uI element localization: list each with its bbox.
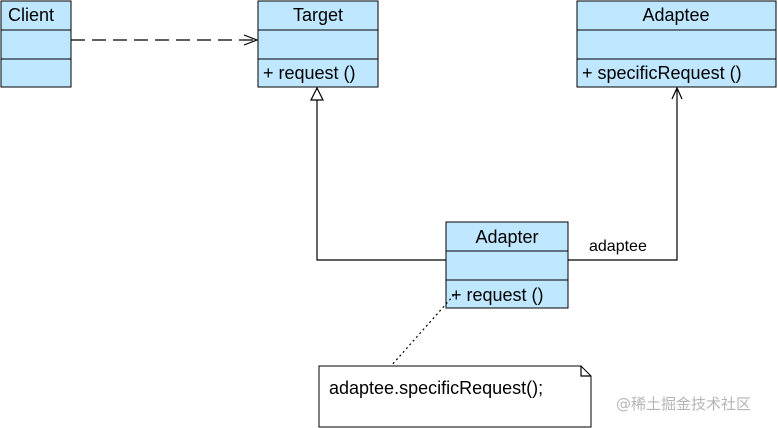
association-label: adaptee [589, 238, 647, 255]
class-adapter-operation-compartment [445, 279, 569, 309]
class-target-operation-compartment [257, 58, 379, 88]
class-adaptee-name-compartment [576, 0, 777, 31]
association-line [568, 89, 678, 261]
realization-triangle-icon [310, 86, 324, 101]
class-target[interactable]: Target + request () [257, 0, 379, 88]
dependency-arrowhead-icon [243, 34, 259, 46]
class-client-operation-compartment [0, 58, 72, 88]
note[interactable]: adaptee.specificRequest(); [318, 365, 592, 428]
association-adapter-adaptee[interactable]: adaptee [568, 86, 683, 261]
class-adapter-name-compartment [445, 221, 569, 252]
class-adapter-name: Adapter [475, 227, 538, 247]
class-adaptee-operation-compartment [576, 58, 777, 88]
class-adaptee-operation: + specificRequest () [582, 63, 742, 83]
class-adaptee-attribute-compartment [576, 29, 777, 60]
class-target-operation: + request () [263, 63, 356, 83]
class-client-name-compartment [0, 0, 72, 31]
note-body [318, 365, 592, 428]
class-client[interactable]: Client [0, 0, 72, 88]
dependency-client-target[interactable] [71, 34, 259, 46]
class-client-name: Client [8, 5, 54, 25]
realization-line [316, 100, 446, 261]
watermark: @稀土掘金技术社区 [616, 395, 751, 413]
class-client-attribute-compartment [0, 29, 72, 60]
class-adapter-operation: + request () [451, 285, 544, 305]
class-adaptee-name: Adaptee [642, 5, 709, 25]
class-adaptee[interactable]: Adaptee + specificRequest () [576, 0, 777, 88]
class-target-name: Target [293, 5, 343, 25]
note-text: adaptee.specificRequest(); [329, 378, 543, 398]
realization-adapter-target[interactable] [310, 86, 446, 261]
class-adapter-attribute-compartment [445, 250, 569, 281]
class-adapter[interactable]: Adapter + request () [445, 221, 569, 309]
class-target-attribute-compartment [257, 29, 379, 60]
class-target-name-compartment [257, 0, 379, 31]
note-anchor-line [390, 294, 455, 367]
association-arrowhead-icon [671, 86, 683, 100]
note-folded-corner-icon [580, 366, 591, 377]
